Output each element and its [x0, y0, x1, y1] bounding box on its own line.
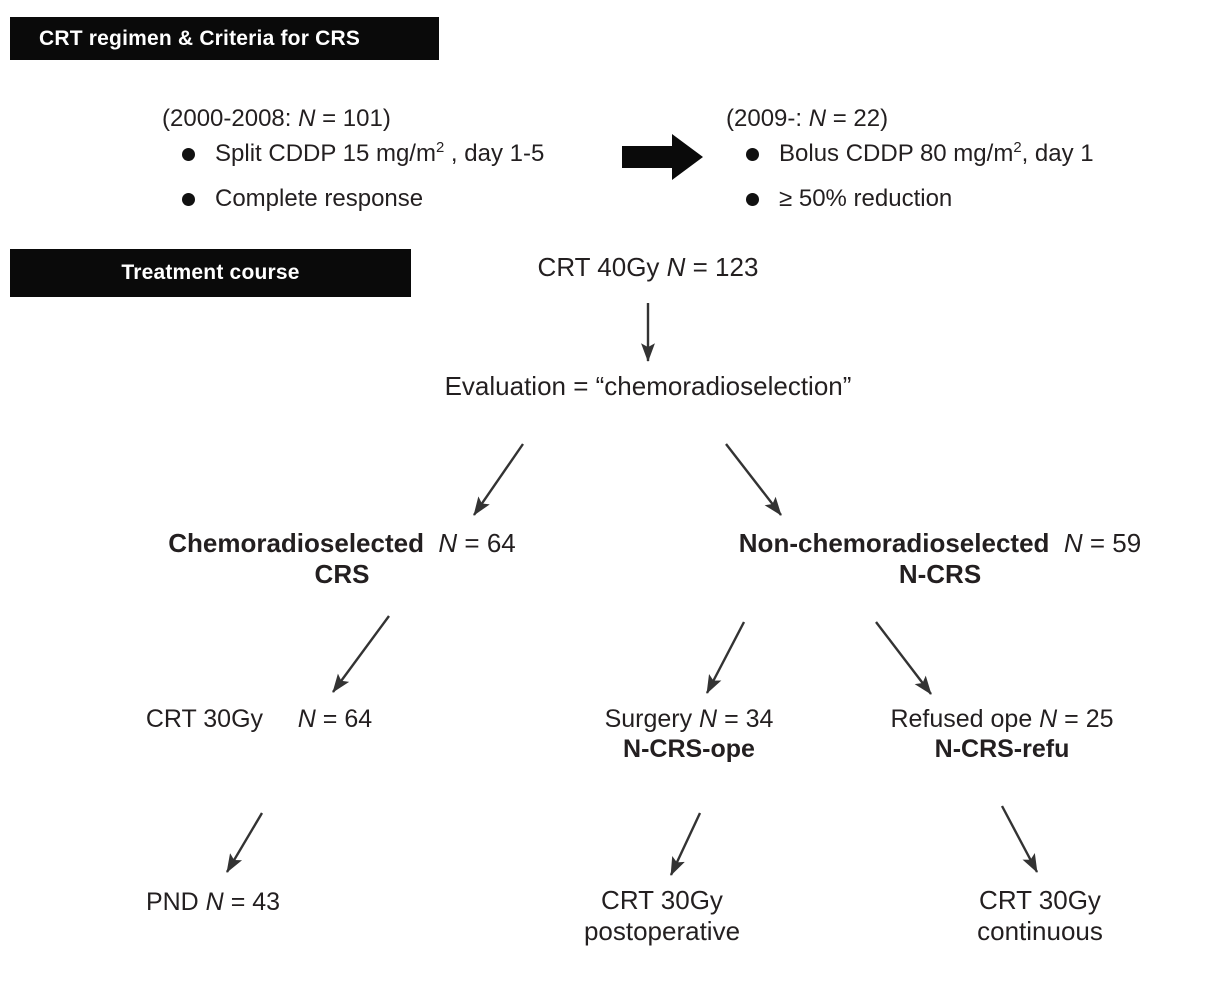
regimen-left-bullet-1-b: , day 1-5 — [444, 140, 545, 167]
bullet-dot-icon — [746, 192, 759, 206]
arrow-surgery-to-postop — [669, 812, 702, 876]
node-crt-40gy-pre: CRT 40Gy — [537, 252, 667, 282]
regimen-left-bullet-1-a: Split CDDP 15 mg/m — [215, 140, 436, 167]
node-crt-30gy-crs: CRT 30Gy N = 64 — [146, 705, 372, 735]
bullet-dot-icon — [746, 147, 759, 161]
regimen-right-header-pre: (2009-: — [726, 105, 809, 132]
regimen-right-bullet-1-text: Bolus CDDP 80 mg/m2, day 1 — [779, 140, 1094, 168]
section-bar-treatment-course-label: Treatment course — [121, 261, 300, 284]
node-surgery-n: N — [699, 705, 718, 733]
node-surgery-count: = 34 — [717, 705, 774, 733]
section-bar-criteria: CRT regimen & Criteria for CRS — [11, 18, 438, 59]
arrow-evaluation-to-crs — [473, 443, 524, 516]
block-arrow-right-icon — [622, 134, 703, 180]
regimen-left-bullet-2-text: Complete response — [215, 185, 423, 213]
node-non-chemoradioselected-ncrs: Non-chemoradioselected N = 59 N-CRS — [739, 528, 1141, 589]
regimen-right-bullet-1: Bolus CDDP 80 mg/m2, day 1 — [746, 140, 1094, 168]
arrow-crs-to-crt30 — [332, 615, 390, 693]
node-crt-30gy-crs-pre: CRT 30Gy — [145, 705, 264, 733]
regimen-left-header-pre: (2000-2008: — [162, 105, 299, 132]
node-evaluation: Evaluation = “chemoradioselection” — [445, 371, 852, 402]
node-ncrs-title: Non-chemoradioselected — [738, 528, 1050, 558]
regimen-right-bullet-2-text: ≥ 50% reduction — [779, 185, 952, 213]
arrow-ncrs-to-surgery — [705, 621, 746, 694]
node-crs-count: = 64 — [457, 528, 516, 558]
node-ncrs-count: = 59 — [1082, 528, 1142, 558]
node-pnd-pre: PND — [145, 888, 206, 916]
section-bar-treatment-course: Treatment course — [11, 250, 410, 296]
regimen-left-header-n: N — [298, 105, 316, 132]
regimen-left-bullet-2: Complete response — [182, 185, 423, 213]
node-pnd-n: N — [205, 888, 224, 916]
node-refused-ope: Refused ope N = 25 N-CRS-refu — [890, 705, 1113, 764]
node-crt-30gy-crs-n: N — [297, 705, 316, 733]
node-crs-title: Chemoradioselected — [168, 528, 424, 558]
bullet-dot-icon — [182, 147, 195, 161]
regimen-right-header: (2009-: N = 22) — [726, 105, 888, 133]
arrow-crt30-to-pnd — [225, 812, 264, 873]
regimen-left-bullet-1-text: Split CDDP 15 mg/m2 , day 1-5 — [215, 140, 544, 168]
node-crt-30gy-crs-count: = 64 — [315, 705, 373, 733]
section-bar-criteria-label: CRT regimen & Criteria for CRS — [39, 26, 361, 50]
regimen-right-bullet-1-b: , day 1 — [1021, 140, 1094, 167]
regimen-right-bullet-1-a: Bolus CDDP 80 mg/m — [779, 140, 1014, 167]
regimen-right-bullet-1-sup: 2 — [1013, 140, 1022, 156]
node-surgery: Surgery N = 34 N-CRS-ope — [605, 705, 774, 764]
regimen-left-header-tail: = 101) — [315, 105, 391, 132]
node-surgery-abbrev: N-CRS-ope — [623, 734, 755, 763]
regimen-left-header: (2000-2008: N = 101) — [162, 105, 391, 133]
regimen-right-bullet-2-a: ≥ 50% reduction — [779, 185, 953, 212]
regimen-left-bullet-2-a: Complete response — [215, 185, 424, 212]
node-pnd: PND N = 43 — [146, 888, 280, 918]
node-postop-line2: postoperative — [583, 915, 741, 946]
node-surgery-pre: Surgery — [604, 705, 700, 733]
node-crt-30gy-postoperative: CRT 30Gy postoperative — [584, 885, 740, 946]
bullet-dot-icon — [182, 192, 195, 206]
node-refused-abbrev: N-CRS-refu — [934, 734, 1070, 763]
node-refused-count: = 25 — [1057, 705, 1114, 733]
regimen-right-header-tail: = 22) — [826, 105, 889, 132]
node-ncrs-abbrev: N-CRS — [898, 558, 982, 589]
regimen-right-bullet-2: ≥ 50% reduction — [746, 185, 952, 213]
arrow-evaluation-to-ncrs — [725, 443, 782, 516]
regimen-left-bullet-1-sup: 2 — [435, 140, 445, 156]
node-crt-40gy: CRT 40Gy N = 123 — [538, 252, 759, 283]
node-pnd-count: = 43 — [223, 888, 281, 916]
node-crs-abbrev: CRS — [314, 558, 370, 589]
node-crt-30gy-continuous: CRT 30Gy continuous — [977, 885, 1103, 946]
node-continuous-line1: CRT 30Gy — [979, 885, 1101, 915]
regimen-left-bullet-1: Split CDDP 15 mg/m2 , day 1-5 — [182, 140, 544, 168]
node-postop-line1: CRT 30Gy — [601, 885, 723, 915]
node-evaluation-label: Evaluation = “chemoradioselection” — [444, 371, 852, 401]
node-continuous-line2: continuous — [977, 915, 1103, 946]
node-refused-n: N — [1039, 705, 1058, 733]
arrow-refused-to-continuous — [1000, 805, 1039, 873]
node-ncrs-n: N — [1063, 528, 1083, 558]
node-crt-40gy-post: = 123 — [685, 252, 759, 282]
node-chemoradioselected-crs: Chemoradioselected N = 64 CRS — [168, 528, 516, 589]
arrow-ncrs-to-refused — [875, 621, 932, 695]
node-refused-pre: Refused ope — [890, 705, 1040, 733]
node-crt-40gy-n: N — [666, 252, 686, 282]
regimen-right-header-n: N — [808, 105, 827, 132]
node-crs-n: N — [438, 528, 458, 558]
node-crt-30gy-crs-gap — [263, 705, 298, 733]
